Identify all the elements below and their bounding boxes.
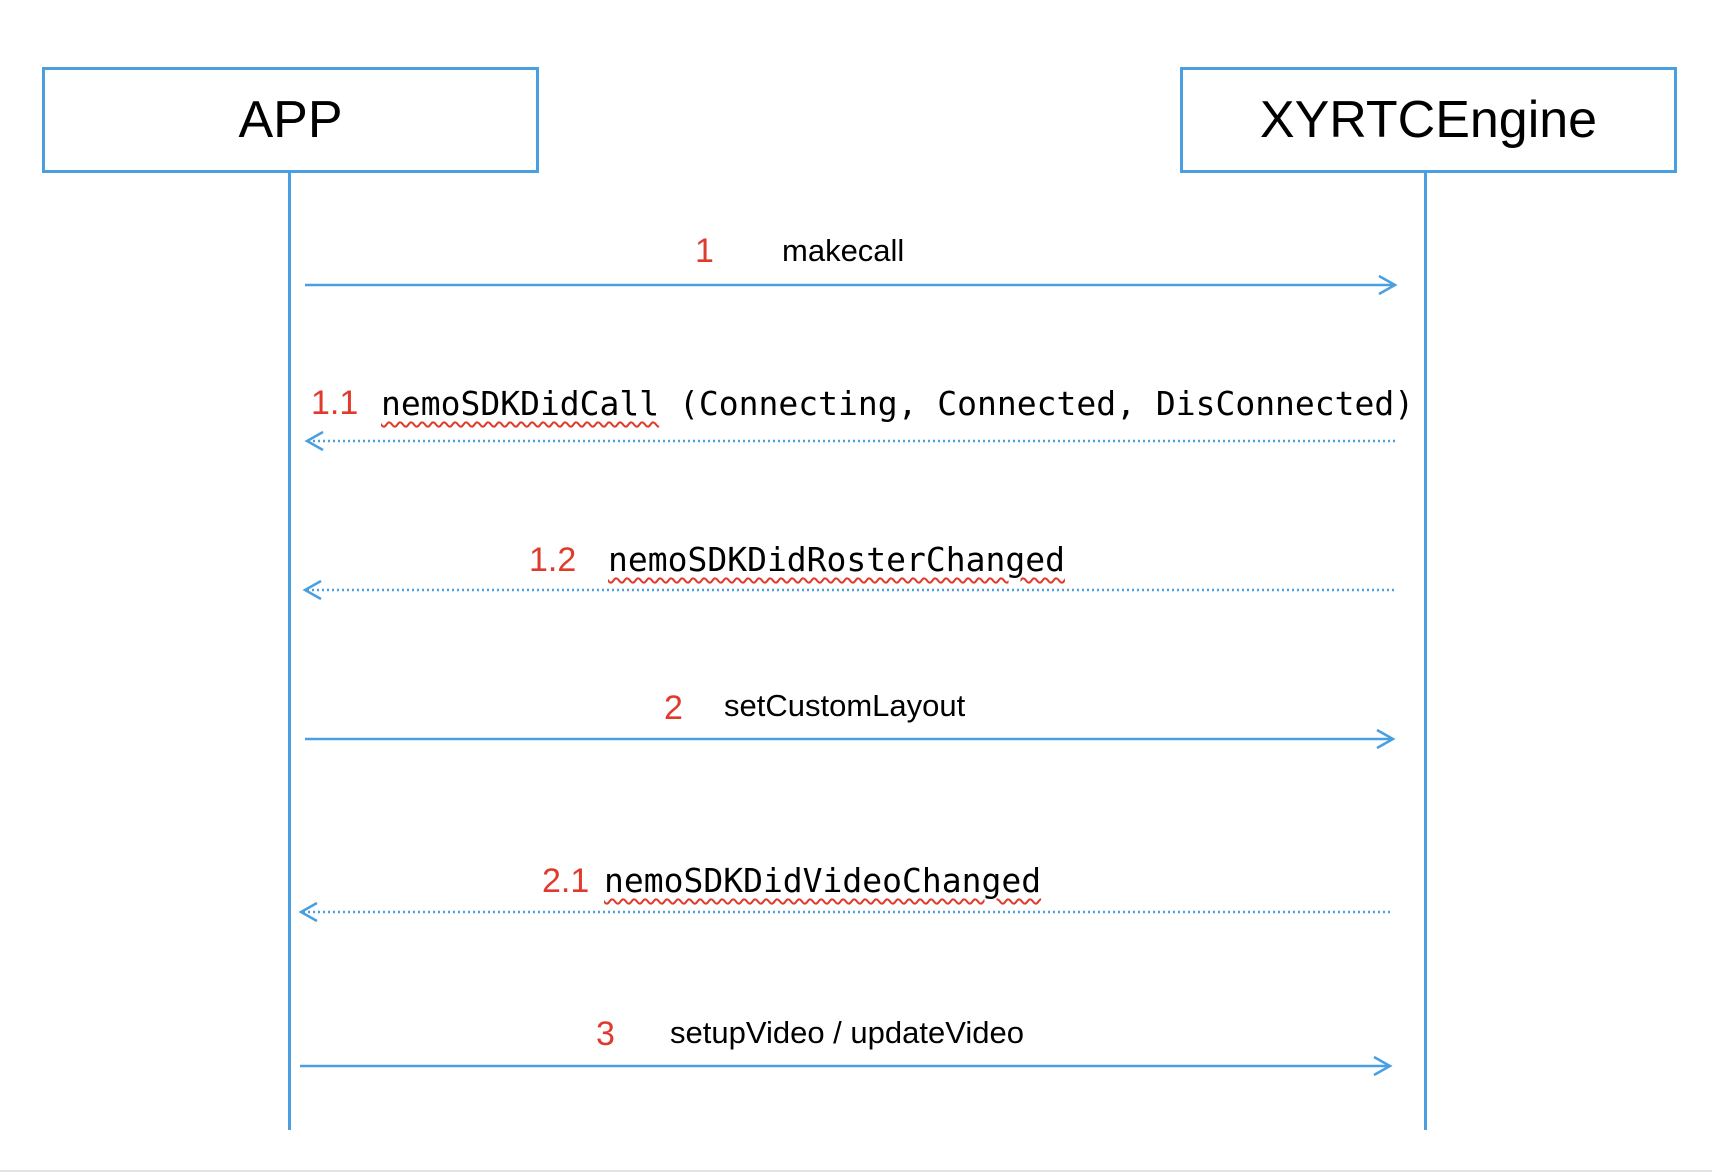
- participant-xyrtcengine-label: XYRTCEngine: [1259, 91, 1598, 149]
- divider: [0, 1170, 1712, 1172]
- arrow-nemosdkdidcall: [304, 430, 1395, 452]
- lifeline-app: [288, 173, 291, 1130]
- arrow-makecall: [305, 274, 1398, 296]
- message-label: setCustomLayout: [724, 688, 966, 723]
- step-number: 2: [664, 689, 683, 727]
- message-label: nemoSDKDidCall (Connecting, Connected, D…: [381, 387, 1414, 420]
- arrow-nemosdkdidrosterchanged: [302, 579, 1394, 601]
- step-number: 1.1: [311, 384, 359, 422]
- arrow-nemosdkdidvideochanged: [298, 901, 1390, 923]
- message-label: nemoSDKDidVideoChanged: [604, 861, 1042, 900]
- arrow-setcustomlayout: [305, 728, 1396, 750]
- participant-xyrtcengine: XYRTCEngine: [1180, 67, 1677, 173]
- step-number: 3: [596, 1015, 615, 1053]
- step-number: 2.1: [542, 862, 590, 900]
- arrow-setupvideo-updatevideo: [300, 1055, 1393, 1077]
- participant-app-label: APP: [238, 91, 343, 149]
- method-name: nemoSDKDidCall: [381, 384, 660, 423]
- message-label: setupVideo / updateVideo: [670, 1015, 1024, 1050]
- step-number: 1.2: [529, 541, 577, 579]
- message-label: makecall: [782, 233, 905, 268]
- method-args: (Connecting, Connected, DisConnected): [679, 384, 1415, 423]
- participant-app: APP: [42, 67, 539, 173]
- lifeline-xyrtcengine: [1424, 173, 1427, 1130]
- step-number: 1: [695, 232, 714, 270]
- message-label: nemoSDKDidRosterChanged: [608, 540, 1065, 579]
